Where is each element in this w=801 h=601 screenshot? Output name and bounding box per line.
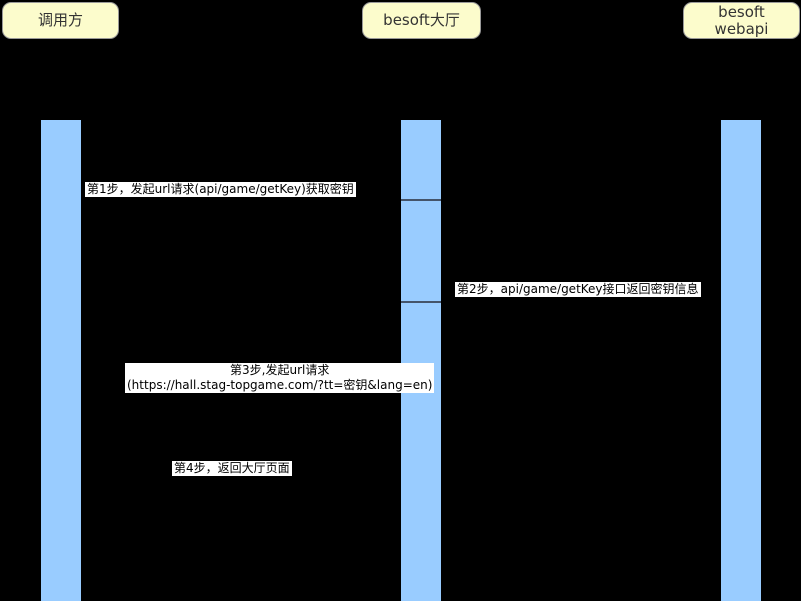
message-step3-text-line1: 第3步,发起url请求 [230,363,330,377]
activation-bar-caller [41,120,81,601]
activation-bar-besoft-hall [401,120,441,601]
message-step3-text-line2: (https://hall.stag-topgame.com/?tt=密钥&la… [127,378,433,392]
actor-besoft-hall: besoft大厅 [362,2,481,39]
activation-divider [401,199,441,201]
actor-besoft-hall-label: besoft大厅 [383,11,460,29]
message-step4-text: 第4步，返回大厅页面 [174,461,290,475]
message-step2-text: 第2步，api/game/getKey接口返回密钥信息 [457,282,699,296]
activation-bar-besoft-webapi [721,120,761,601]
message-step1-text: 第1步，发起url请求(api/game/getKey)获取密钥 [87,182,354,196]
message-label-step3: 第3步,发起url请求 (https://hall.stag-topgame.c… [125,363,435,393]
message-label-step1: 第1步，发起url请求(api/game/getKey)获取密钥 [85,182,356,197]
message-label-step4: 第4步，返回大厅页面 [172,461,292,476]
actor-besoft-webapi: besoft webapi [683,2,800,39]
actor-caller: 调用方 [2,2,119,39]
actor-caller-label: 调用方 [37,11,83,29]
activation-divider [401,301,441,303]
message-label-step2: 第2步，api/game/getKey接口返回密钥信息 [455,282,701,297]
actor-besoft-webapi-label-line1: besoft [718,2,765,21]
actor-besoft-webapi-label-line2: webapi [714,19,769,38]
